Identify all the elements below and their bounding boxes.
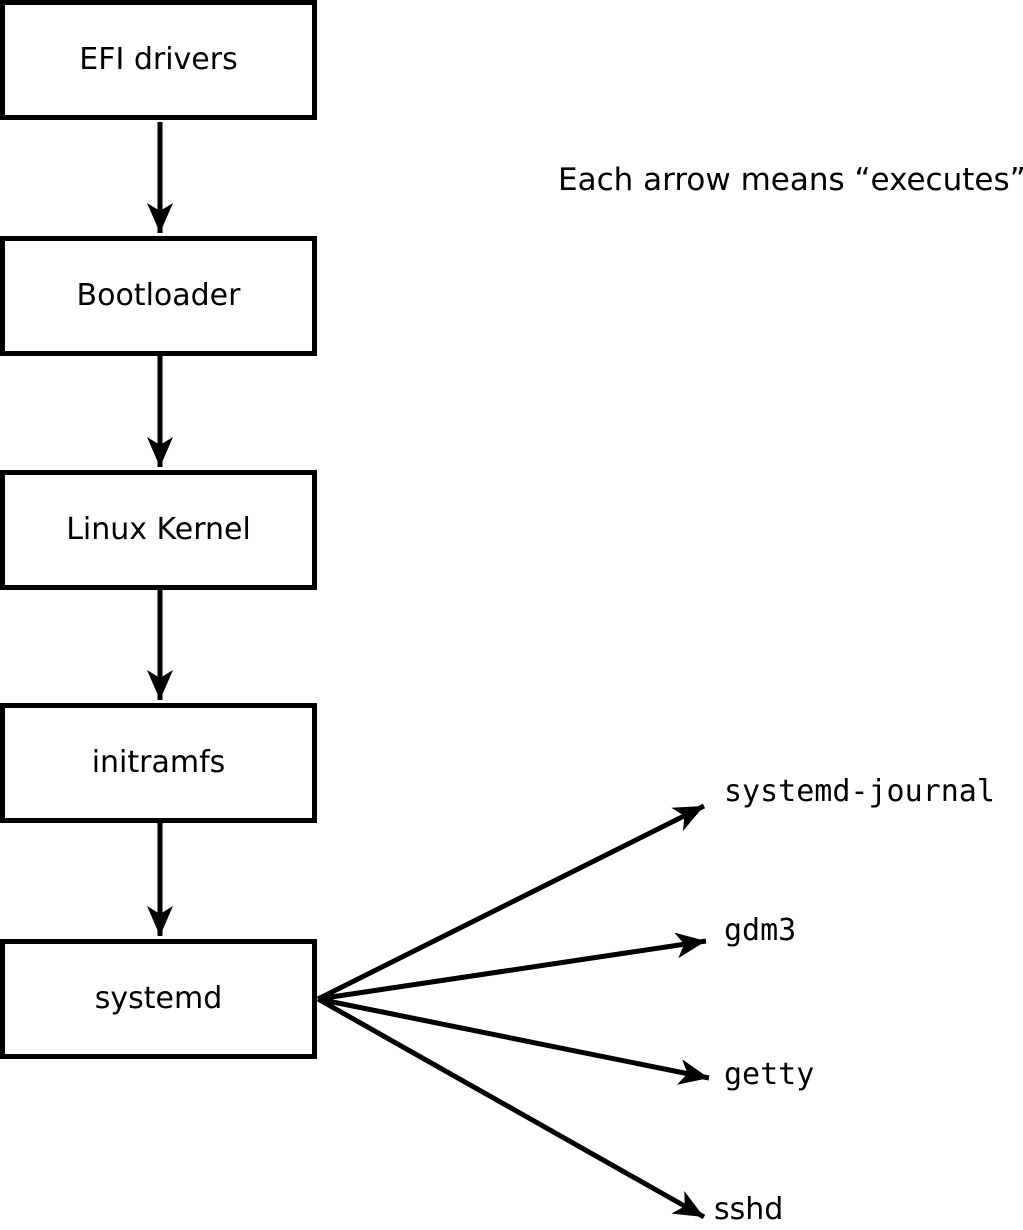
node-linux-kernel-label: Linux Kernel <box>66 512 251 547</box>
node-initramfs: initramfs <box>0 703 317 823</box>
service-label-sshd: sshd <box>714 1192 784 1227</box>
arrow-systemd-to-sshd <box>316 996 706 1220</box>
arrow-systemd-to-getty <box>317 996 710 1085</box>
node-efi-drivers: EFI drivers <box>0 0 317 120</box>
arrow-systemd-to-journal <box>316 803 706 1002</box>
service-label-gdm3: gdm3 <box>724 913 797 948</box>
arrow-meaning-note: Each arrow means “executes”. <box>558 162 1023 198</box>
service-label-systemd-journal: systemd-journal <box>724 774 995 809</box>
node-bootloader: Bootloader <box>0 236 317 356</box>
node-systemd-label: systemd <box>94 981 223 1016</box>
node-efi-drivers-label: EFI drivers <box>79 42 238 77</box>
arrow-systemd-to-gdm3 <box>317 932 707 1002</box>
node-linux-kernel: Linux Kernel <box>0 470 317 590</box>
node-systemd: systemd <box>0 939 317 1059</box>
service-label-getty: getty <box>724 1057 815 1092</box>
node-bootloader-label: Bootloader <box>76 278 241 313</box>
node-initramfs-label: initramfs <box>91 745 226 780</box>
